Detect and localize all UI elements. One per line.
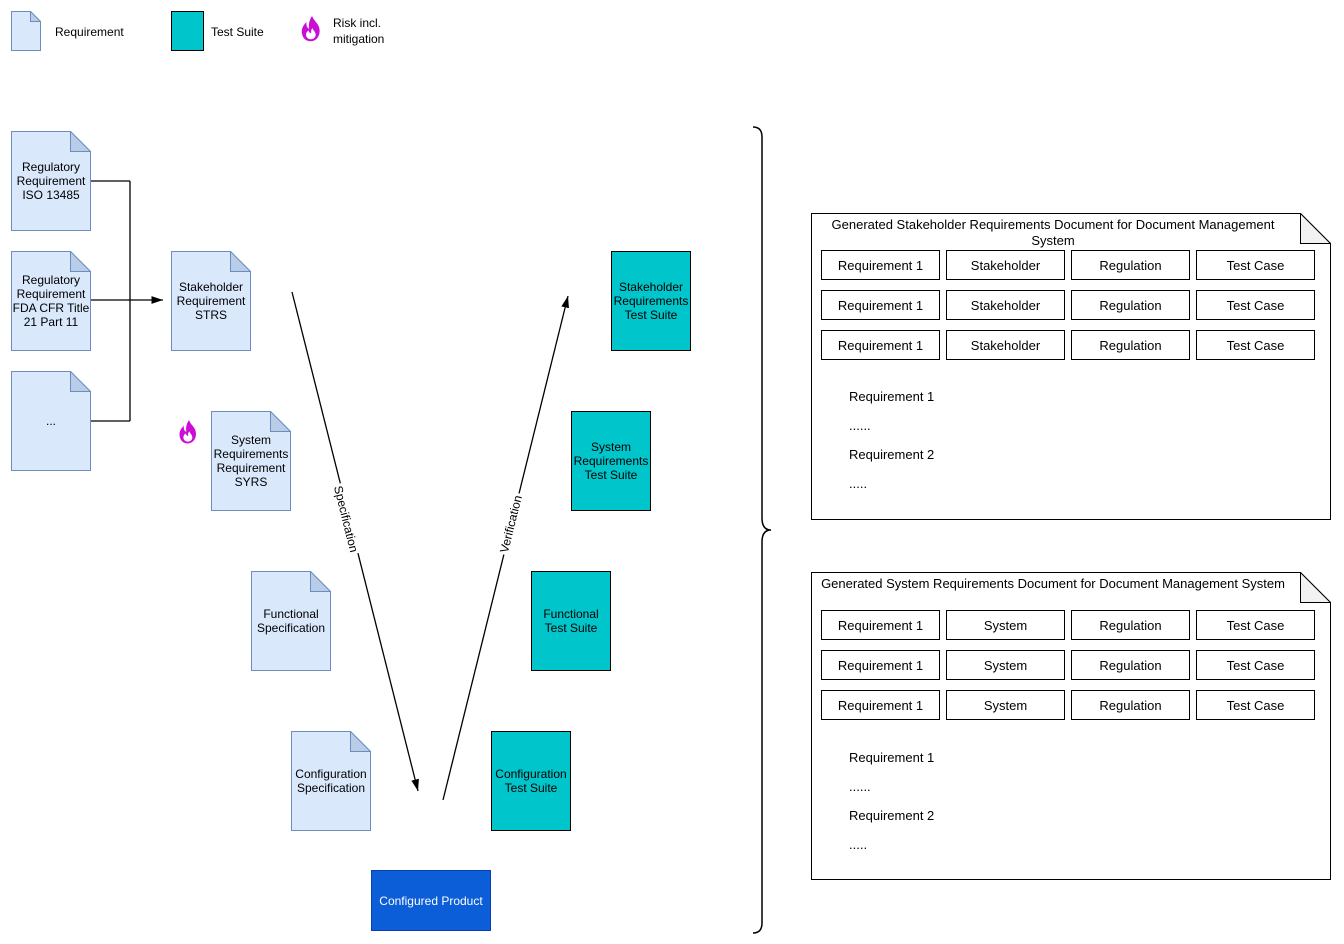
table-cell: Regulation [1071, 290, 1190, 320]
doc-functional-specification: Functional Specification [251, 571, 331, 671]
panel-title: Generated Stakeholder Requirements Docum… [831, 217, 1275, 248]
panel-outline [811, 572, 1331, 880]
system-requirements-test-suite: System Requirements Test Suite [571, 411, 651, 511]
table-cell: Regulation [1071, 650, 1190, 680]
table-cell: Requirement 1 [821, 250, 940, 280]
table-cell: Stakeholder [946, 250, 1065, 280]
table-cell: Requirement 1 [821, 610, 940, 640]
legend-test-suite-icon [171, 11, 204, 51]
doc-configuration-specification: Configuration Specification [291, 731, 371, 831]
risk-flame-icon [176, 420, 200, 448]
doc-label: Regulatory Requirement FDA CFR Title 21 … [12, 273, 90, 329]
functional-test-suite: Functional Test Suite [531, 571, 611, 671]
table-cell: Regulation [1071, 250, 1190, 280]
body-line: Requirement 1 [849, 389, 935, 404]
grouping-brace [752, 126, 772, 934]
doc-label: Regulatory Requirement ISO 13485 [16, 160, 86, 202]
doc-stakeholder-requirement: Stakeholder Requirement STRS [171, 251, 251, 351]
doc-regulatory-other: ... [11, 371, 91, 471]
body-line: Requirement 1 [849, 750, 935, 765]
table-cell: Stakeholder [946, 330, 1065, 360]
legend-requirement-label: Requirement [55, 25, 124, 39]
table-cell: Requirement 1 [821, 330, 940, 360]
doc-label: Configuration Specification [295, 767, 367, 795]
table-cell: System [946, 690, 1065, 720]
doc-label: ... [45, 414, 56, 428]
stakeholder-requirements-test-suite: Stakeholder Requirements Test Suite [611, 251, 691, 351]
doc-label: Functional Specification [256, 607, 326, 635]
body-line: ...... [849, 779, 871, 794]
doc-regulatory-fda: Regulatory Requirement FDA CFR Title 21 … [11, 251, 91, 351]
configuration-test-suite: Configuration Test Suite [491, 731, 571, 831]
table-cell: Regulation [1071, 690, 1190, 720]
body-line: Requirement 2 [849, 447, 935, 462]
table-cell: Test Case [1196, 250, 1315, 280]
doc-regulatory-iso: Regulatory Requirement ISO 13485 [11, 131, 91, 231]
legend-risk-flame-icon [298, 13, 324, 49]
legend-requirement-icon [11, 11, 41, 51]
body-line: ...... [849, 418, 871, 433]
doc-system-requirement: System Requirements Requirement SYRS [211, 411, 291, 511]
table-cell: Regulation [1071, 330, 1190, 360]
panel-title: Generated System Requirements Document f… [821, 576, 1285, 591]
legend-test-suite-label: Test Suite [211, 25, 264, 39]
generated-system-requirements-document: Generated System Requirements Document f… [811, 572, 1331, 880]
table-cell: Test Case [1196, 610, 1315, 640]
generated-stakeholder-requirements-document: Generated Stakeholder Requirements Docum… [811, 213, 1331, 520]
table-cell: Stakeholder [946, 290, 1065, 320]
table-cell: Test Case [1196, 690, 1315, 720]
table-cell: Requirement 1 [821, 650, 940, 680]
table-cell: Regulation [1071, 610, 1190, 640]
table-cell: Test Case [1196, 290, 1315, 320]
body-line: ..... [849, 476, 868, 491]
configured-product-box: Configured Product [371, 870, 491, 931]
table-cell: System [946, 610, 1065, 640]
body-line: Requirement 2 [849, 808, 935, 823]
table-cell: Requirement 1 [821, 290, 940, 320]
table-cell: Requirement 1 [821, 690, 940, 720]
table-cell: Test Case [1196, 330, 1315, 360]
regulatory-merge-connector [91, 180, 131, 422]
table-cell: System [946, 650, 1065, 680]
doc-label: Stakeholder Requirement STRS [176, 280, 246, 322]
table-cell: Test Case [1196, 650, 1315, 680]
body-line: ..... [849, 837, 868, 852]
legend-risk-label: Risk incl. mitigation [333, 16, 385, 46]
doc-label: System Requirements Requirement SYRS [213, 433, 289, 489]
